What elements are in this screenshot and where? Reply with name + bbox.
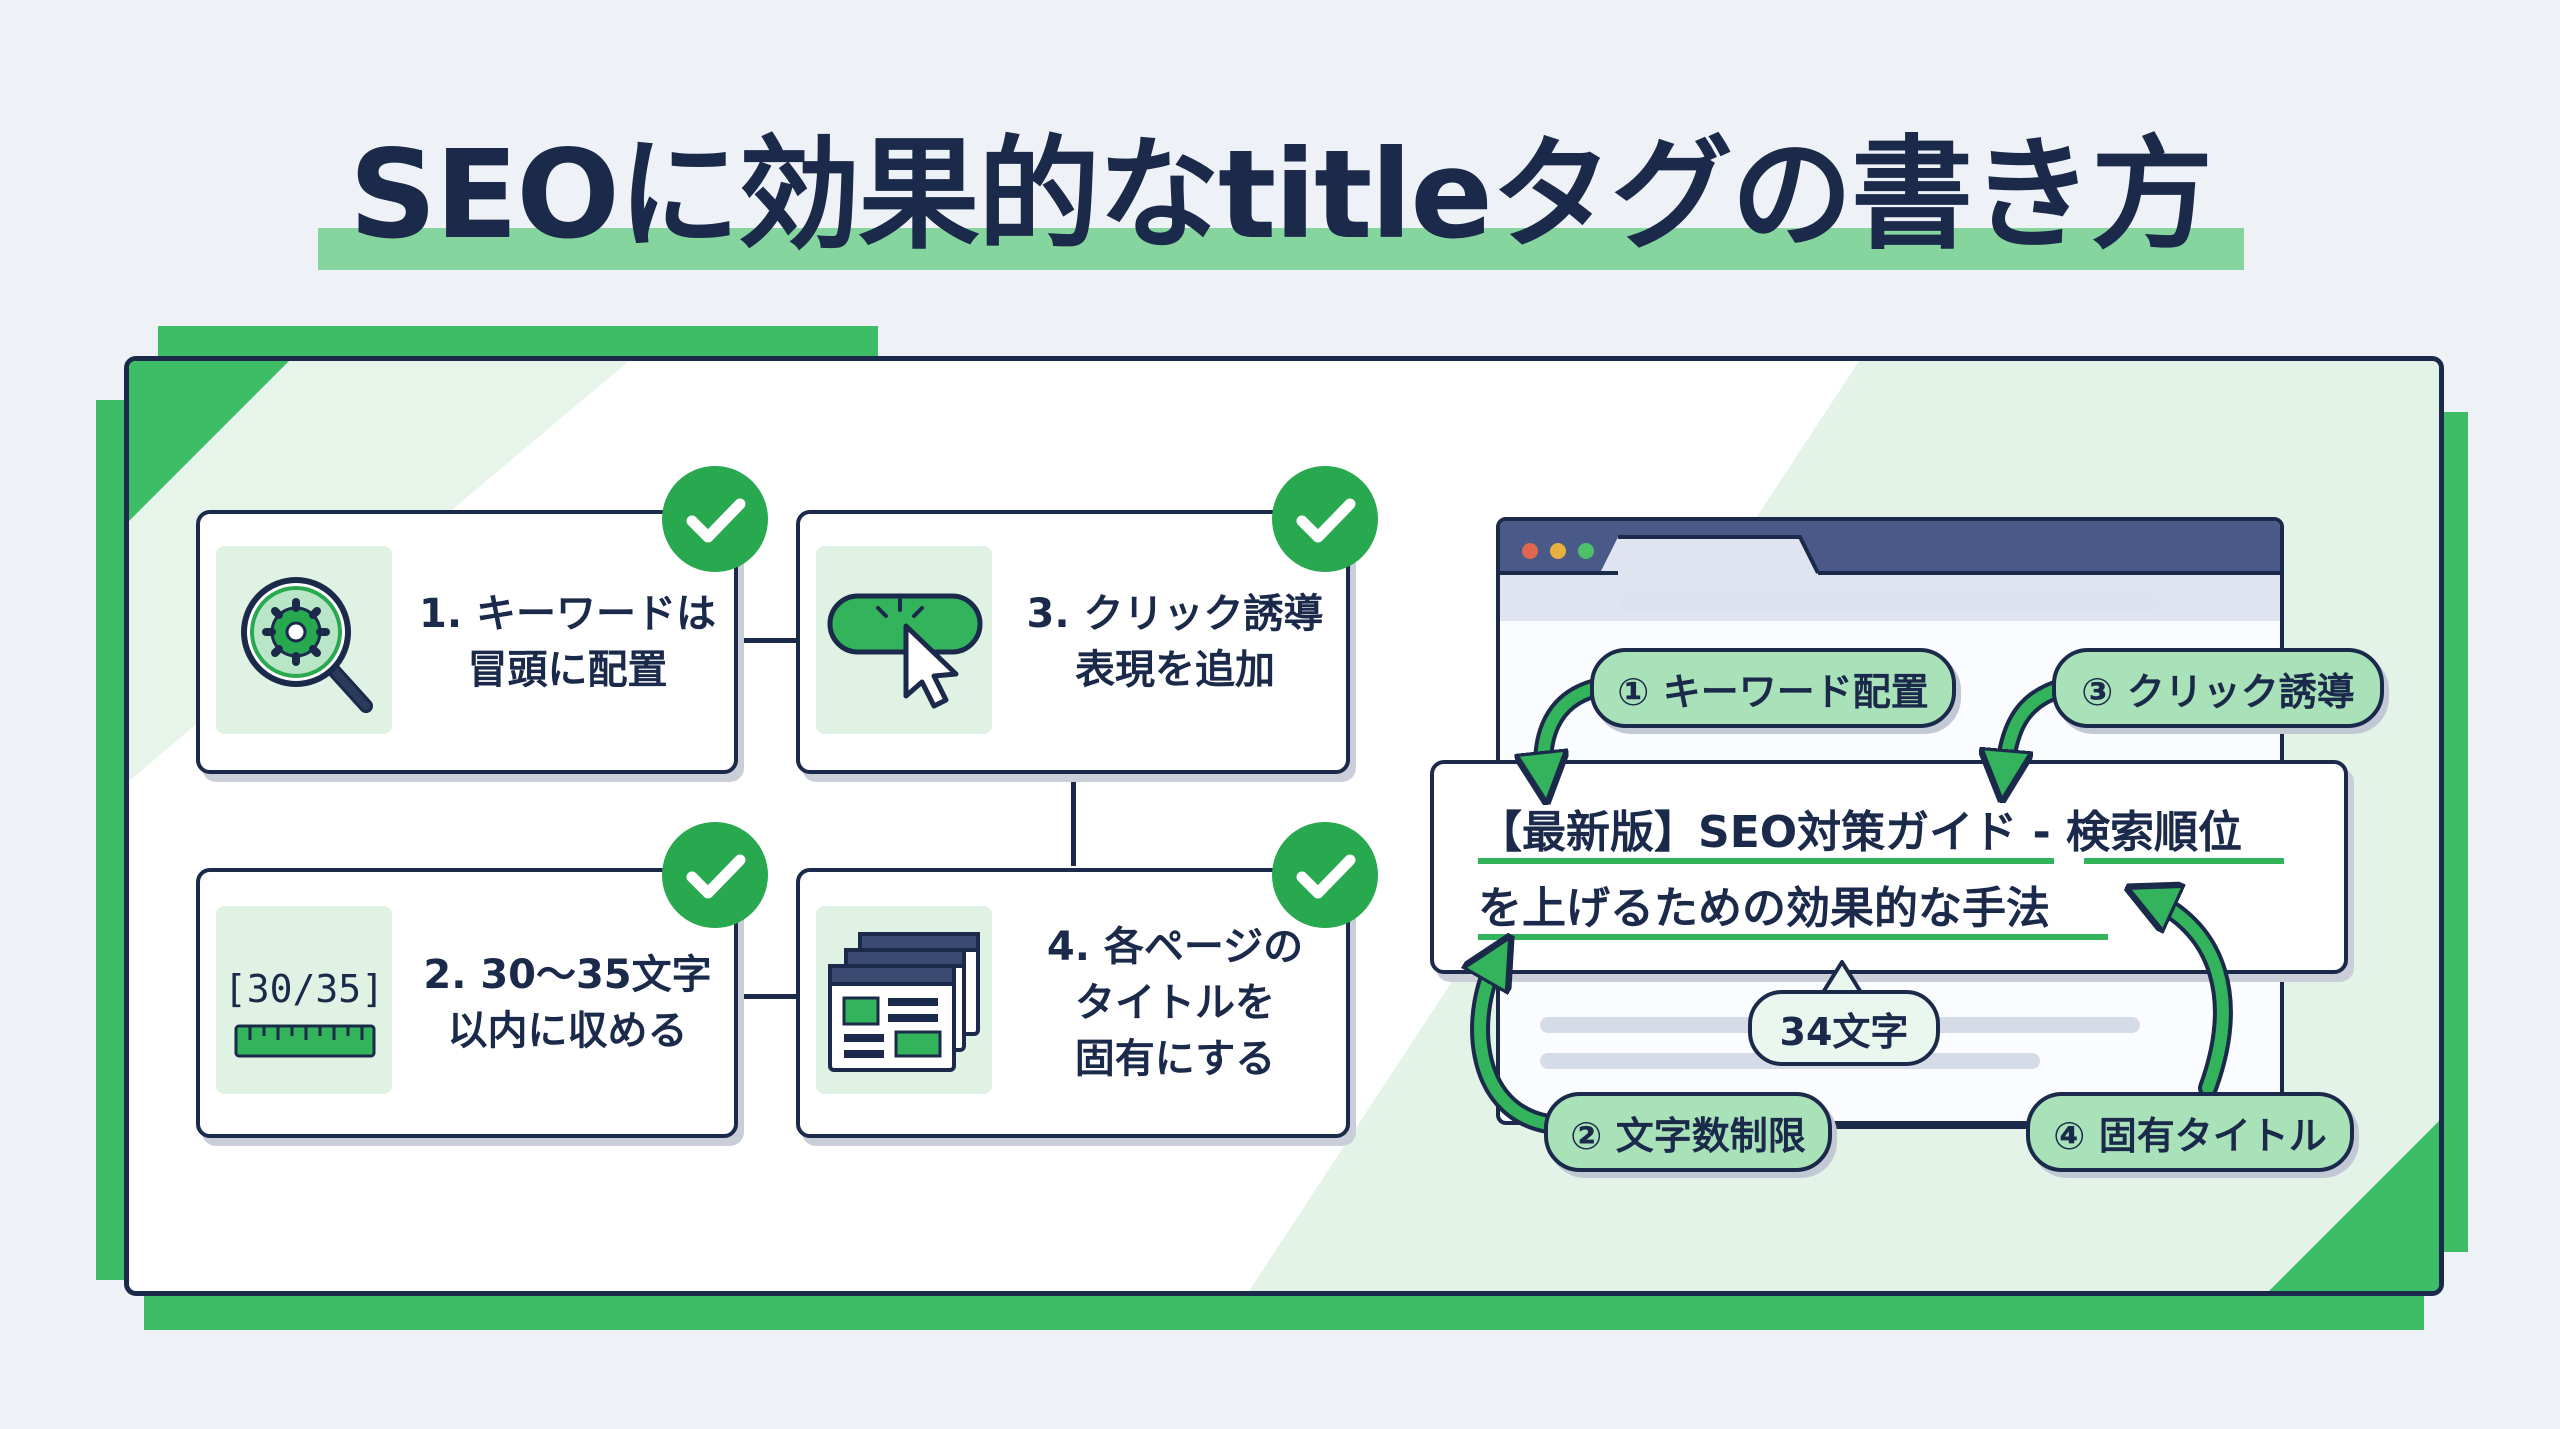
minimize-dot-icon: [1550, 543, 1566, 559]
step-label-4: 4. 各ページの タイトルを 固有にする: [1046, 924, 1304, 1082]
callout-unique: ④ 固有タイトル: [2026, 1092, 2354, 1172]
serp-underline-keyword: [1478, 858, 2054, 864]
title-area: SEOに効果的なtitleタグの書き方: [0, 120, 2560, 270]
serp-underline-rank: [2084, 858, 2284, 864]
connector-2-4: [730, 994, 798, 999]
serp-title-line-1: 【最新版】SEO対策ガイド - 検索順位: [1478, 807, 2243, 858]
title-highlight: [318, 228, 2244, 270]
ruler-icon: [30/35]: [216, 906, 392, 1094]
close-dot-icon: [1522, 543, 1538, 559]
connector-1-3: [730, 638, 798, 643]
step-card-4: 4. 各ページの タイトルを 固有にする: [796, 868, 1350, 1138]
maximize-dot-icon: [1578, 543, 1594, 559]
address-bar: [1620, 593, 2160, 613]
step-label-3: 3. クリック誘導 表現を追加: [1026, 591, 1324, 693]
callout-click: ③ クリック誘導: [2052, 648, 2384, 728]
connector-3-4: [1071, 770, 1076, 866]
check-icon-2: [662, 822, 768, 928]
step-card-1: 1. キーワードは 冒頭に配置: [196, 510, 738, 774]
check-icon-3: [1272, 466, 1378, 572]
serp-title-line-2: を上げるための効果的な手法: [1478, 883, 2050, 934]
cursor-click-icon: [816, 546, 992, 734]
serp-underline-line2: [1478, 934, 2108, 940]
check-icon-4: [1272, 822, 1378, 928]
ruler-icon-text: [30/35]: [224, 967, 384, 1011]
serp-title-box: 【最新版】SEO対策ガイド - 検索順位 を上げるための効果的な手法: [1430, 760, 2348, 974]
callout-keyword: ① キーワード配置: [1590, 648, 1956, 728]
callout-length: ② 文字数制限: [1544, 1092, 1832, 1172]
step-label-2: 2. 30〜35文字 以内に収める: [423, 952, 712, 1054]
step-card-2: [30/35] 2. 30〜35文字 以内に収める: [196, 868, 738, 1138]
magnifier-gear-icon: [216, 546, 392, 734]
char-count-badge: 34文字: [1748, 990, 1940, 1066]
check-icon-1: [662, 466, 768, 572]
step-card-3: 3. クリック誘導 表現を追加: [796, 510, 1350, 774]
page-title: SEOに効果的なtitleタグの書き方: [349, 124, 2213, 266]
stacked-pages-icon: [816, 906, 992, 1094]
step-label-1: 1. キーワードは 冒頭に配置: [419, 591, 716, 693]
